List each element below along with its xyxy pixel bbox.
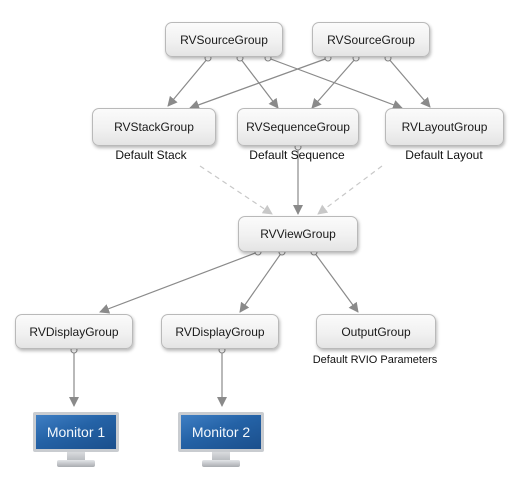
- source-group-node-2[interactable]: RVSourceGroup: [312, 22, 430, 57]
- wire-view-display2: [239, 251, 283, 313]
- monitor-screen: Monitor 2: [178, 412, 264, 452]
- node-label: RVLayoutGroup: [401, 120, 488, 134]
- node-label: RVSourceGroup: [180, 32, 268, 47]
- layout-group-node[interactable]: RVLayoutGroup: [385, 108, 504, 146]
- node-label: OutputGroup: [341, 324, 411, 339]
- monitor-label: Monitor 2: [191, 424, 251, 440]
- output-caption: Default RVIO Parameters: [312, 354, 438, 366]
- stack-caption: Default Stack: [115, 148, 187, 162]
- node-label: RVViewGroup: [260, 227, 336, 241]
- display-group-node-2[interactable]: RVDisplayGroup: [161, 314, 279, 349]
- view-group-node[interactable]: RVViewGroup: [238, 216, 358, 252]
- wire-source2-stack: [189, 57, 329, 110]
- stack-group-node[interactable]: RVStackGroup: [92, 108, 216, 146]
- wire-source1-layout: [267, 57, 403, 110]
- monitor-screen: Monitor 1: [33, 412, 119, 452]
- sequence-caption: Default Sequence: [249, 148, 345, 162]
- display-group-node-1[interactable]: RVDisplayGroup: [15, 314, 133, 349]
- wire-view-display1: [99, 251, 259, 314]
- wire-view-output: [313, 251, 359, 313]
- source-group-node-1[interactable]: RVSourceGroup: [165, 22, 283, 57]
- wire-source2-sequence: [311, 57, 357, 109]
- output-group-node[interactable]: OutputGroup: [316, 314, 436, 349]
- wire-source2-layout: [387, 57, 431, 108]
- node-label: RVSourceGroup: [327, 32, 415, 47]
- wire-source1-stack: [167, 57, 209, 107]
- sequence-group-node[interactable]: RVSequenceGroup: [237, 108, 359, 146]
- node-label: RVStackGroup: [114, 120, 194, 134]
- node-label: RVDisplayGroup: [175, 324, 265, 339]
- node-label: RVSequenceGroup: [246, 120, 350, 134]
- layout-caption: Default Layout: [405, 148, 483, 162]
- wire-stack-view: [199, 165, 273, 215]
- node-label: RVDisplayGroup: [29, 324, 119, 339]
- monitor-icon-2: Monitor 2: [178, 412, 264, 468]
- wire-layout-view: [317, 165, 383, 215]
- monitor-label: Monitor 1: [46, 424, 106, 440]
- monitor-icon-1: Monitor 1: [33, 412, 119, 468]
